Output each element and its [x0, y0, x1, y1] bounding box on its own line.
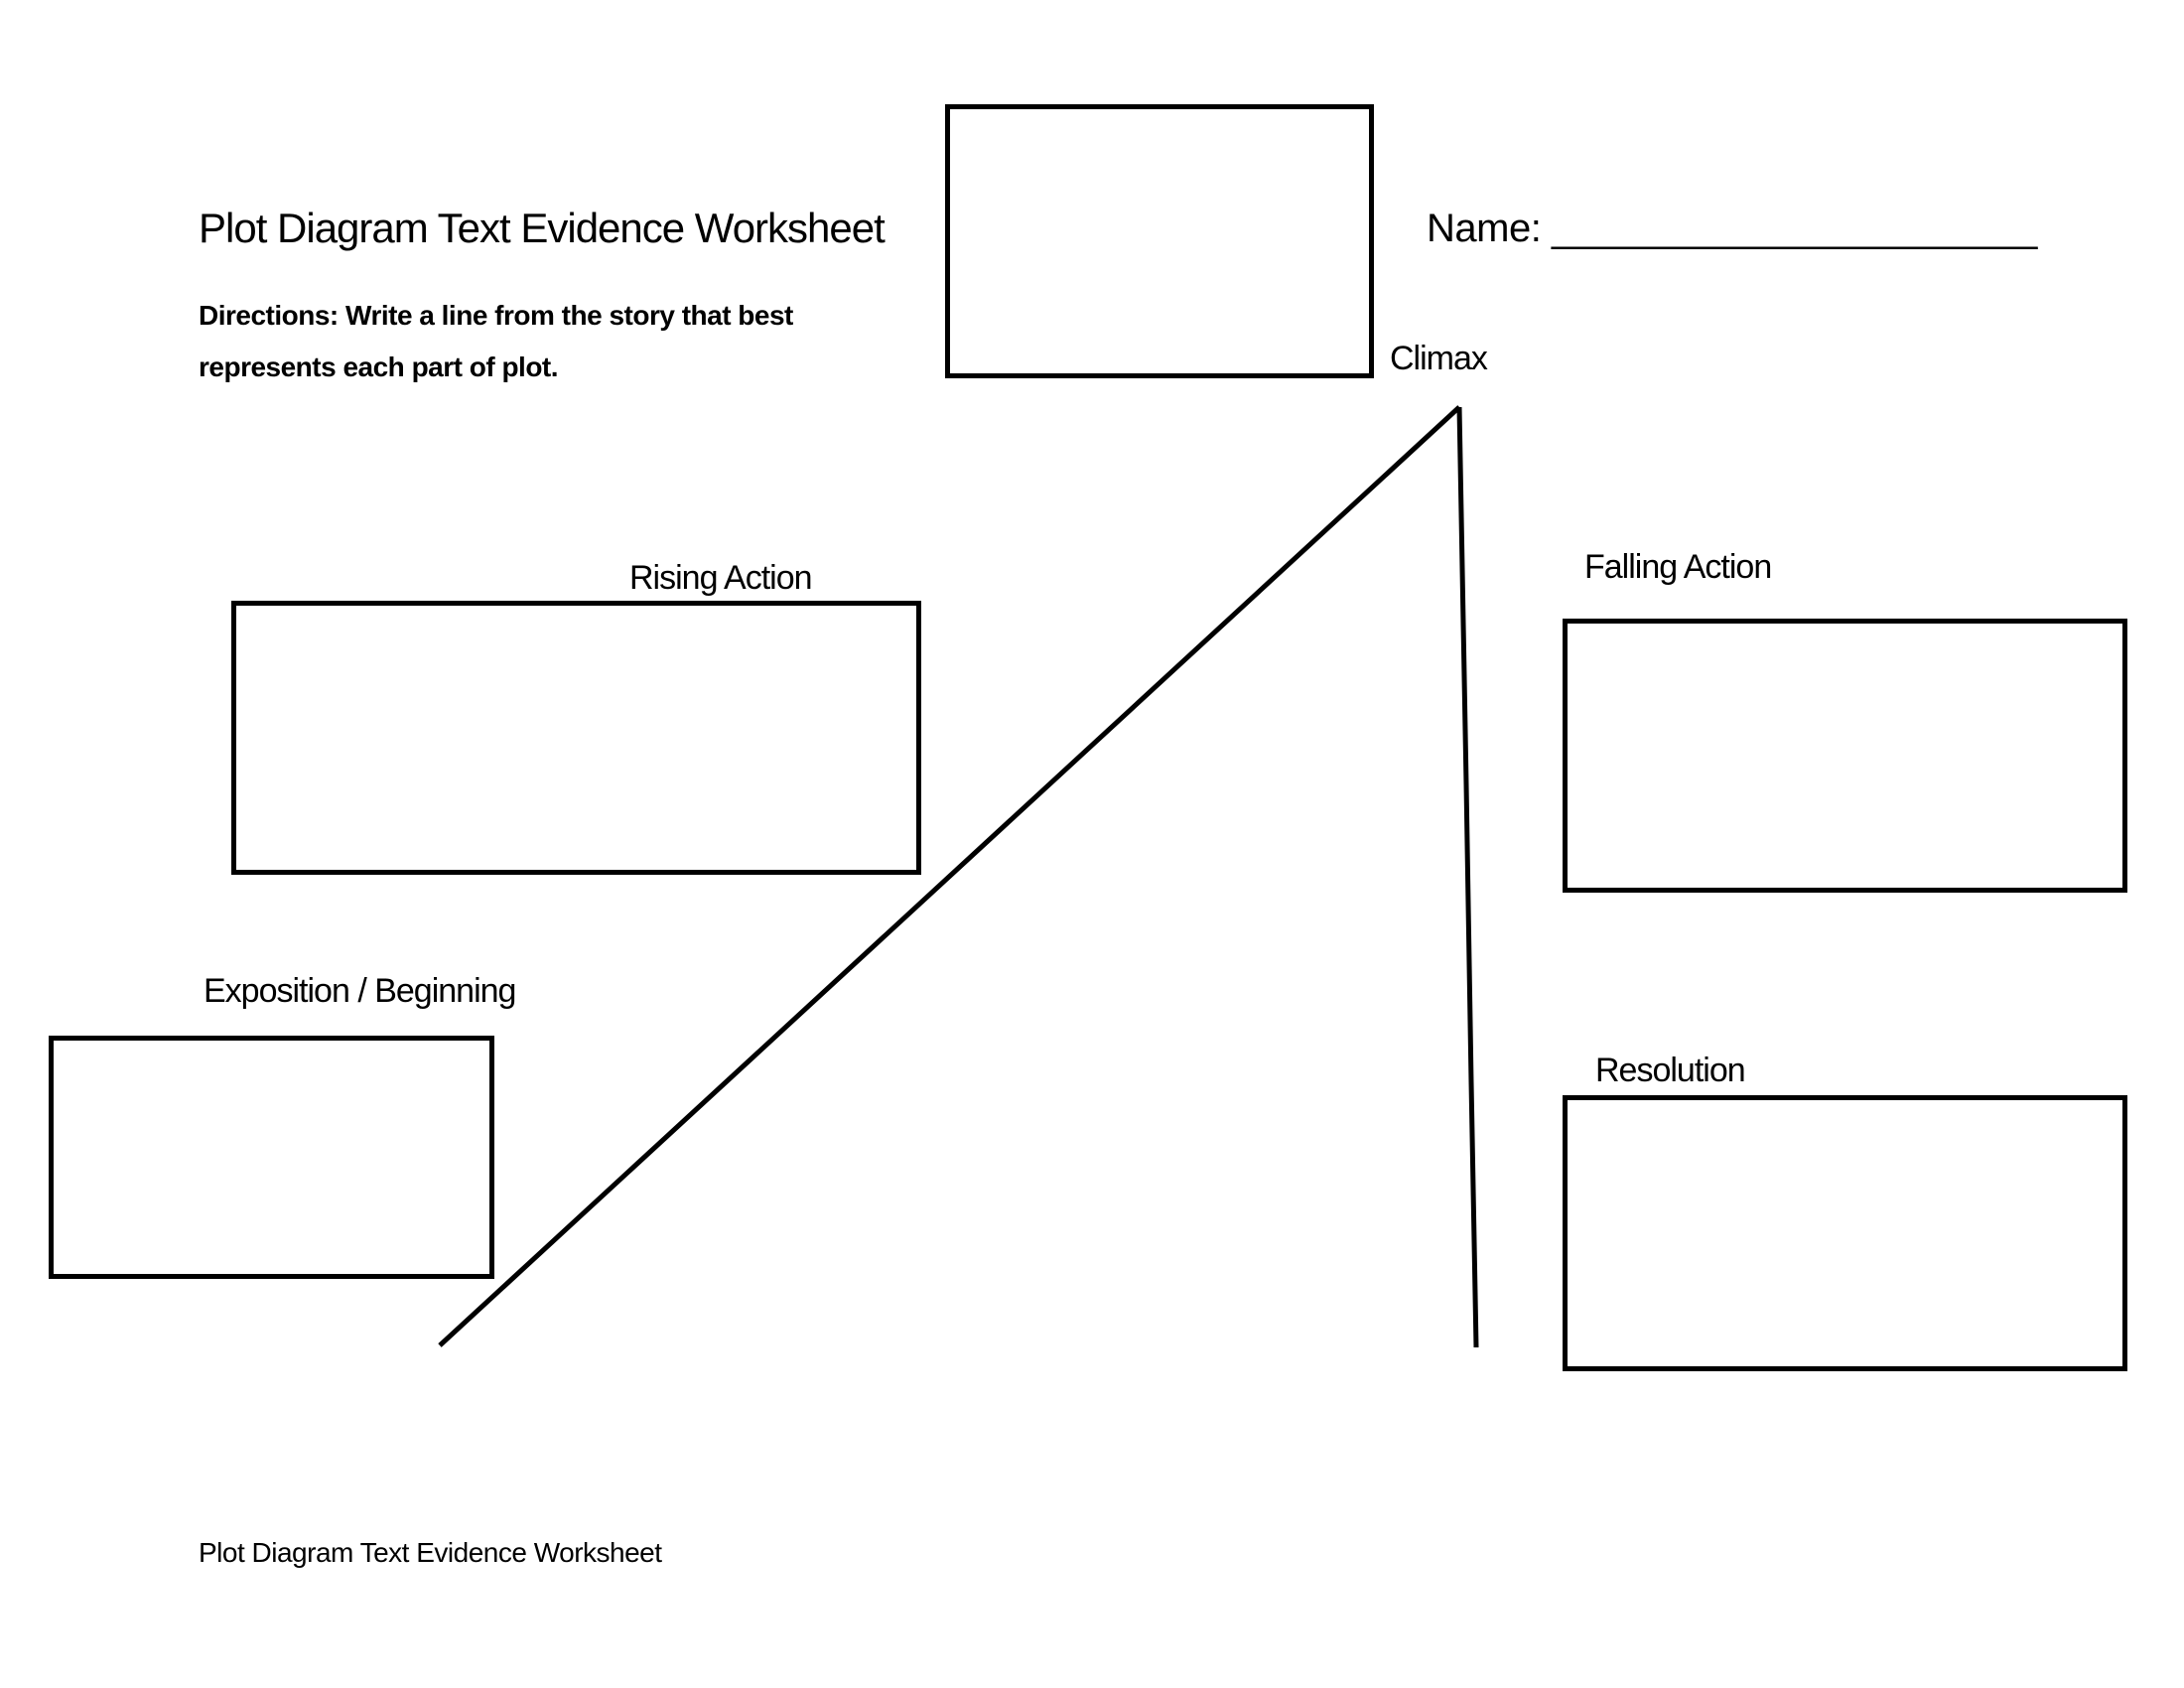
rising-action-label: Rising Action	[629, 559, 813, 597]
rising-action-answer-box[interactable]	[231, 601, 921, 875]
footer-text: Plot Diagram Text Evidence Worksheet	[199, 1537, 662, 1568]
rising-action-line	[438, 405, 1461, 1347]
name-blank-line[interactable]: ______________________	[1551, 207, 2038, 250]
falling-action-line	[1456, 406, 1479, 1348]
climax-label: Climax	[1390, 340, 1488, 377]
falling-action-label: Falling Action	[1584, 548, 1772, 586]
directions-text: Directions: Write a line from the story …	[199, 290, 793, 393]
climax-answer-box[interactable]	[945, 104, 1374, 378]
name-row: Name: ______________________	[1427, 207, 2037, 251]
exposition-answer-box[interactable]	[49, 1036, 494, 1279]
page-title: Plot Diagram Text Evidence Worksheet	[199, 205, 886, 251]
exposition-label: Exposition / Beginning	[204, 972, 516, 1010]
name-label: Name:	[1427, 207, 1542, 250]
falling-action-answer-box[interactable]	[1563, 619, 2127, 893]
directions-line-1: Directions: Write a line from the story …	[199, 300, 793, 331]
resolution-label: Resolution	[1595, 1052, 1746, 1089]
resolution-answer-box[interactable]	[1563, 1095, 2127, 1371]
directions-line-2: represents each part of plot.	[199, 352, 559, 382]
